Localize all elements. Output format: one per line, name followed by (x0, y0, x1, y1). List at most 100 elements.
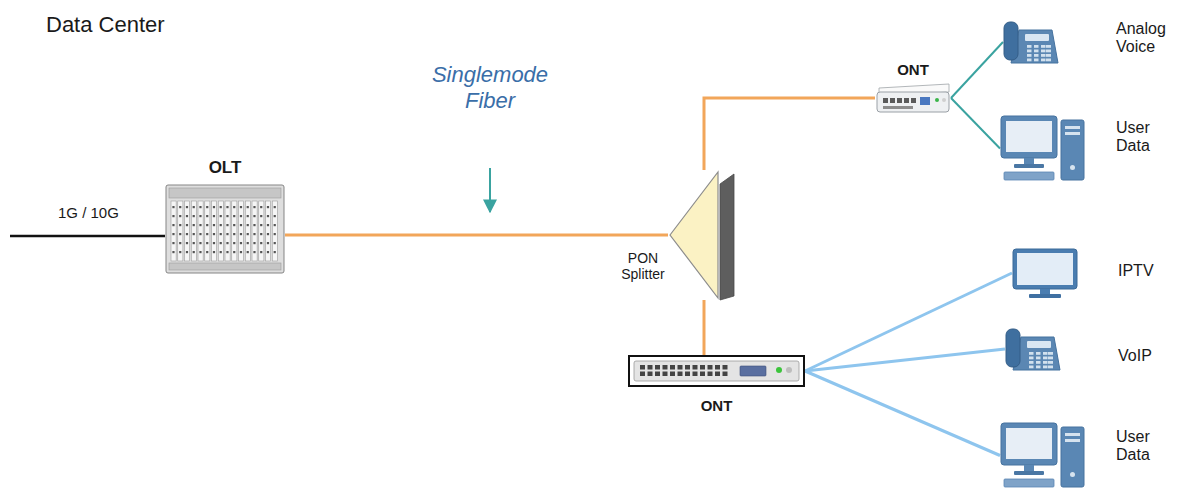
fiber-link (285, 234, 668, 237)
icon-part (1048, 361, 1053, 364)
icon-part (253, 215, 255, 217)
icon-part (740, 366, 766, 376)
icon-part (198, 201, 203, 261)
icon-part (199, 242, 201, 244)
icon-part (193, 224, 195, 226)
icon-part (723, 365, 728, 370)
icon-part (274, 206, 276, 208)
icon-part (1001, 116, 1057, 158)
icon-part (670, 365, 675, 370)
icon-part (1048, 366, 1053, 369)
icon-part (1043, 361, 1048, 364)
icon-part (253, 206, 255, 208)
icon-part (786, 367, 792, 373)
icon-part (226, 233, 228, 235)
icon-part (186, 224, 188, 226)
icon-part (708, 365, 713, 370)
icon-part (670, 172, 718, 298)
icon-part (693, 372, 698, 377)
icon-part (634, 361, 799, 381)
icon-part (1070, 472, 1075, 477)
icon-part (166, 185, 284, 273)
icon-part (1004, 172, 1054, 180)
icon-part (1065, 132, 1080, 135)
icon-part (1041, 59, 1046, 62)
icon-part (206, 233, 208, 235)
icon-part (1017, 253, 1073, 285)
icon-part (193, 206, 195, 208)
icon-part (904, 98, 909, 103)
icon-part (723, 372, 728, 377)
icon-part (1048, 357, 1053, 360)
icon-part (240, 215, 242, 217)
icon-part (1048, 352, 1053, 355)
icon-part (233, 224, 235, 226)
icon-part (1025, 34, 1049, 41)
fiber-link (703, 300, 706, 355)
endpoint-label: User Data (1116, 428, 1176, 465)
icon-part (776, 367, 782, 373)
icon-part (1041, 54, 1046, 57)
icon-part (186, 251, 188, 253)
icon-part (1029, 294, 1061, 298)
icon-part (213, 206, 215, 208)
icon-part (233, 215, 235, 217)
icon-part (1027, 50, 1032, 53)
icon-part (191, 201, 196, 261)
icon-part (179, 242, 181, 244)
icon-part (220, 242, 222, 244)
icon-part (260, 242, 262, 244)
icon-part (233, 206, 235, 208)
icon-part (1065, 126, 1080, 129)
icon-part (179, 215, 181, 217)
icon-part (1046, 54, 1051, 57)
icon-part (685, 372, 690, 377)
icon-part (247, 251, 249, 253)
phone-icon-art (1003, 18, 1060, 66)
icon-part (206, 242, 208, 244)
icon-part (274, 233, 276, 235)
icon-part (1034, 59, 1039, 62)
icon-part (240, 242, 242, 244)
icon-part (172, 206, 174, 208)
icon-part (220, 206, 222, 208)
icon-part (1043, 357, 1048, 360)
icon-part (1043, 366, 1048, 369)
icon-part (226, 224, 228, 226)
icon-part (708, 372, 713, 377)
icon-part (226, 206, 228, 208)
icon-part (226, 251, 228, 253)
icon-part (1061, 120, 1084, 180)
icon-part (911, 98, 916, 103)
uplink-line (10, 235, 165, 238)
icon-part (267, 215, 269, 217)
phone-icon: VoIP (1005, 325, 1062, 373)
icon-part (1034, 50, 1039, 53)
icon-part (1065, 433, 1080, 436)
icon-part (715, 365, 720, 370)
device-label: PON Splitter (614, 250, 672, 282)
icon-part (233, 242, 235, 244)
icon-part (629, 356, 804, 386)
ont-device: ONT (628, 355, 805, 387)
icon-part (206, 224, 208, 226)
icon-part (206, 251, 208, 253)
icon-part (267, 251, 269, 253)
icon-part (935, 98, 939, 102)
tv-icon-art (1012, 248, 1078, 298)
icon-part (1006, 121, 1052, 152)
icon-part (1027, 45, 1032, 48)
icon-part (252, 201, 257, 261)
icon-part (186, 233, 188, 235)
icon-part (193, 233, 195, 235)
icon-part (179, 224, 181, 226)
icon-part (233, 251, 235, 253)
olt-chassis-art (165, 184, 285, 274)
icon-part (1036, 357, 1041, 360)
icon-part (218, 201, 223, 261)
icon-part (260, 215, 262, 217)
icon-part (1004, 479, 1054, 487)
icon-part (240, 233, 242, 235)
